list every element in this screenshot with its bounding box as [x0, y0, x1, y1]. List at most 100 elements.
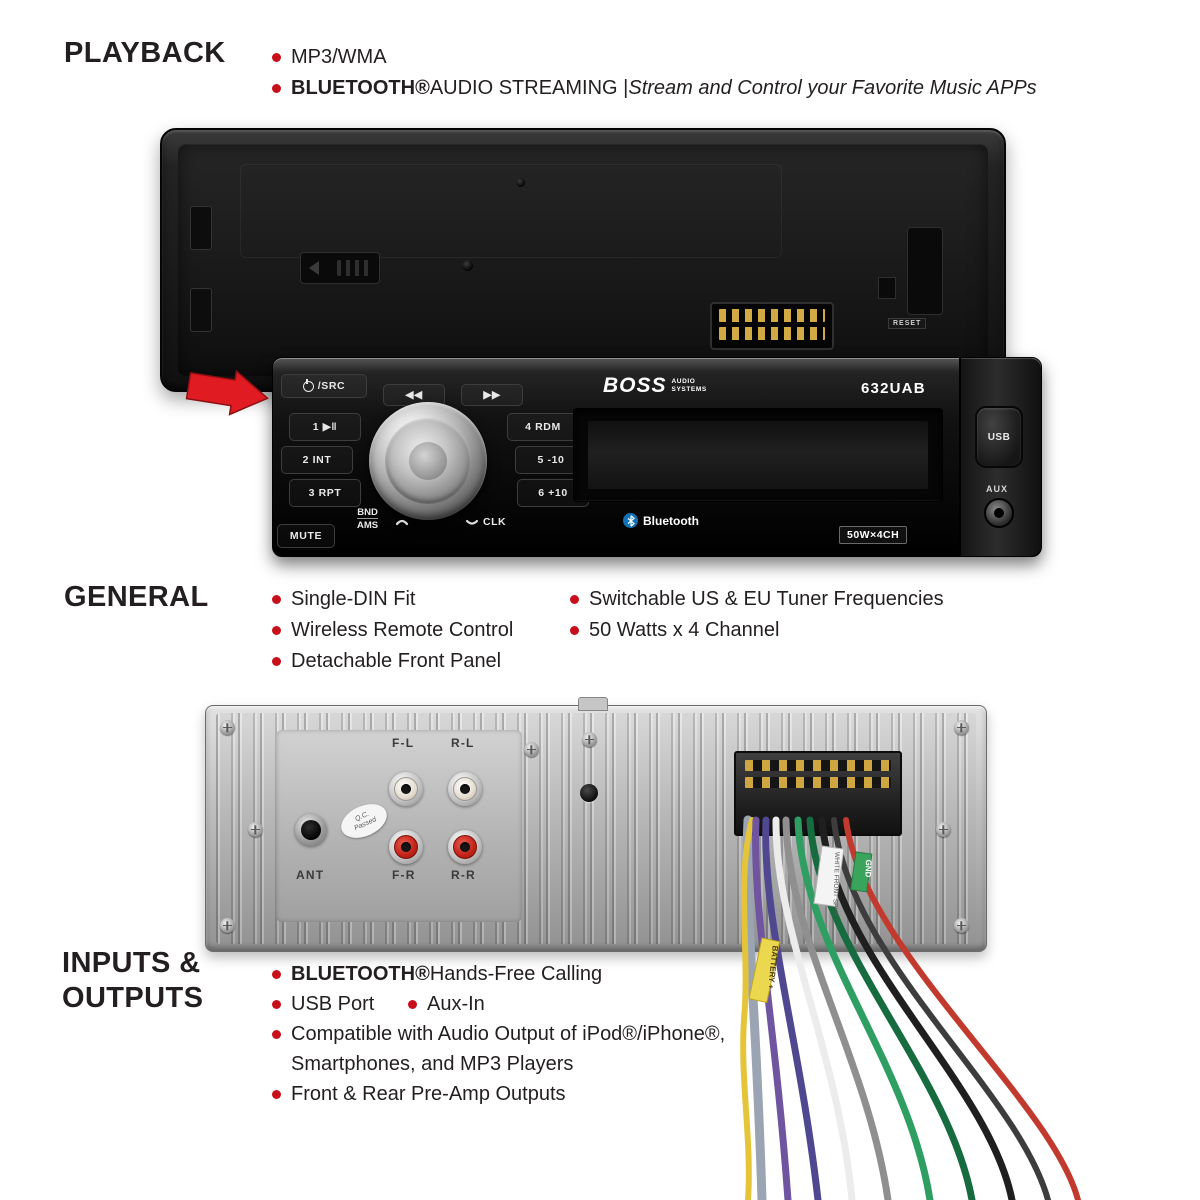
general-heading: GENERAL — [64, 581, 209, 613]
seek-previous-icon: ◀◀ — [405, 389, 423, 401]
reset-label: RESET — [888, 318, 927, 329]
playback-bullet-bluetooth: BLUETOOTH® AUDIO STREAMING | Stream and … — [272, 76, 1037, 100]
io-bullet-bluetooth: BLUETOOTH® Hands-Free Calling — [272, 962, 602, 986]
rca-jack-front-right — [389, 830, 423, 864]
bullet-icon — [272, 625, 281, 635]
playback-heading: PLAYBACK — [64, 37, 226, 69]
io-compatible-line1: Compatible with Audio Output of iPod®/iP… — [291, 1023, 726, 1045]
brand-subtitle: AUDIO SYSTEMS — [671, 378, 707, 393]
rca-label-rear-left: R-L — [451, 736, 475, 750]
antenna-connector — [295, 814, 327, 846]
general-bullet-2-text: Wireless Remote Control — [291, 619, 514, 641]
band-ams-button: BND AMS — [357, 507, 379, 531]
power-icon — [302, 378, 314, 392]
io-bullet-aux: Aux-In — [408, 992, 485, 1016]
bullet-icon — [272, 999, 281, 1009]
lcd-display — [573, 408, 943, 502]
lcd-glass — [588, 421, 928, 489]
playback-bullet-mp3-text: MP3/WMA — [291, 46, 387, 68]
playback-bullet-mp3: MP3/WMA — [272, 45, 387, 69]
wiring-harness-connector — [734, 751, 902, 836]
bullet-icon — [272, 83, 281, 93]
ams-label: AMS — [357, 518, 379, 531]
io-bullet-preamp: Front & Rear Pre-Amp Outputs — [272, 1082, 566, 1106]
rca-jack-rear-right — [448, 830, 482, 864]
general-bullet-4: Switchable US & EU Tuner Frequencies — [570, 587, 944, 611]
chassis-wiring-connector — [710, 302, 834, 350]
mute-button: MUTE — [277, 524, 335, 548]
preset-2-button: 2 INT — [281, 446, 353, 474]
connector-pin-row — [719, 309, 825, 322]
chassis-dimple — [516, 178, 525, 187]
chassis-cutout — [878, 277, 896, 299]
general-bullet-1-text: Single-DIN Fit — [291, 588, 416, 610]
mount-hole — [580, 784, 598, 802]
aux-label: AUX — [985, 484, 1008, 494]
rca-jack-rear-left — [448, 772, 482, 806]
io-compatible-line2: Smartphones, and MP3 Players — [291, 1053, 574, 1075]
volume-knob — [369, 402, 487, 520]
seek-next-button: ▶▶ — [461, 384, 523, 406]
chassis-release-slot — [300, 252, 380, 284]
io-bluetooth-rest: Hands-Free Calling — [429, 963, 603, 985]
general-bullet-3: Detachable Front Panel — [272, 649, 501, 673]
chassis-bracket-tab — [190, 288, 212, 332]
seek-next-icon: ▶▶ — [483, 389, 501, 401]
harness-pin-row — [745, 760, 891, 771]
rear-top-tab — [578, 697, 608, 711]
screw — [582, 732, 597, 747]
bluetooth-icon — [623, 513, 638, 528]
usb-port: USB — [975, 406, 1023, 468]
general-bullet-1: Single-DIN Fit — [272, 587, 415, 611]
io-bullet-usb: USB Port — [272, 992, 374, 1016]
io-usb-text: USB Port — [291, 993, 375, 1015]
stereo-rear-panel: ANT Q.C. Passed F-L R-L F-R R-R — [205, 697, 987, 952]
chassis-emboss — [240, 164, 782, 258]
io-bluetooth-bold: BLUETOOTH® — [291, 963, 430, 985]
preset-3-button: 3 RPT — [289, 479, 361, 507]
io-bullet-compatible: Compatible with Audio Output of iPod®/iP… — [272, 1022, 725, 1046]
connector-pin-row — [719, 327, 825, 340]
chassis-bracket-tab — [190, 206, 212, 250]
screw — [954, 720, 969, 735]
bluetooth-branding: Bluetooth — [623, 513, 699, 528]
rca-label-front-left: F-L — [392, 736, 415, 750]
bullet-icon — [272, 1029, 281, 1039]
bullet-icon — [570, 625, 579, 635]
rca-jack-front-left — [389, 772, 423, 806]
preset-4-button: 4 RDM — [507, 413, 579, 441]
inputs-outputs-heading: INPUTS & OUTPUTS — [62, 947, 204, 1014]
stereo-front-panel: /SRC ◀◀ ▶▶ 1 ▶‖ 2 INT 3 RPT 4 RDM 5 -10 … — [272, 357, 1042, 557]
bluetooth-label: Bluetooth — [643, 513, 699, 528]
power-src-button: /SRC — [281, 374, 367, 398]
bullet-icon — [272, 1089, 281, 1099]
general-bullet-2: Wireless Remote Control — [272, 618, 513, 642]
power-src-label: /SRC — [317, 380, 346, 392]
rca-label-front-right: F-R — [392, 868, 416, 882]
bullet-icon — [570, 594, 579, 604]
io-preamp-text: Front & Rear Pre-Amp Outputs — [291, 1083, 566, 1105]
stereo-chassis-top-view: RESET — [160, 128, 1006, 392]
general-bullet-4-text: Switchable US & EU Tuner Frequencies — [589, 588, 944, 610]
rca-label-rear-right: R-R — [451, 868, 476, 882]
general-bullet-5-text: 50 Watts x 4 Channel — [589, 619, 780, 641]
model-number: 632UAB — [861, 380, 926, 397]
screw — [220, 720, 235, 735]
bullet-icon — [408, 999, 417, 1009]
screw — [936, 822, 951, 837]
bullet-icon — [272, 594, 281, 604]
general-bullet-3-text: Detachable Front Panel — [291, 650, 502, 672]
playback-bluetooth-mid: AUDIO STREAMING | — [429, 77, 629, 99]
chassis-side-slot — [907, 227, 943, 315]
clock-button: CLK — [483, 516, 507, 528]
antenna-label: ANT — [296, 868, 325, 882]
playback-bluetooth-bold: BLUETOOTH® — [291, 77, 430, 99]
bullet-icon — [272, 969, 281, 979]
brand-logo: BOSS AUDIO SYSTEMS — [603, 375, 707, 396]
call-end-icon — [465, 519, 479, 525]
call-answer-icon — [395, 519, 409, 526]
band-label: BND — [357, 507, 378, 518]
bullet-icon — [272, 52, 281, 62]
preset-1-button: 1 ▶‖ — [289, 413, 361, 441]
detach-arrow — [185, 369, 269, 416]
